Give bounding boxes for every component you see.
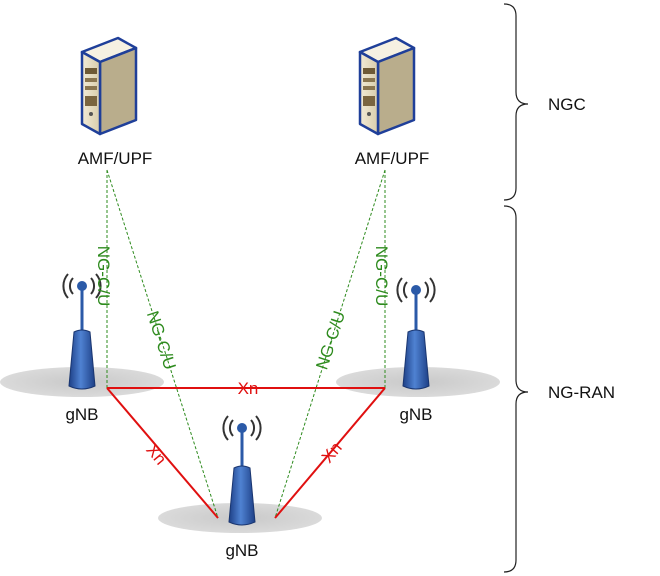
- ng-link-left-diagonal: [106, 169, 219, 519]
- antenna-icon: [222, 415, 262, 526]
- ng-link-right-vertical-label: NG-C/U: [372, 246, 391, 306]
- ng-link-right-diagonal-label: NG-C/U: [312, 309, 349, 372]
- ngc-group-label: NGC: [548, 95, 586, 114]
- gnb-bottom-label: gNB: [225, 541, 258, 560]
- antenna-icon: [62, 273, 102, 390]
- amf-upf-left-label: AMF/UPF: [78, 149, 153, 168]
- ng-link-left-vertical-label: NG-C/U: [94, 246, 113, 306]
- ng-ran-brace: [503, 205, 529, 573]
- xn-link-left-label: Xn: [142, 440, 170, 468]
- server-icon: [80, 36, 138, 136]
- ngc-brace: [503, 3, 529, 201]
- ng-ran-group-label: NG-RAN: [548, 383, 615, 402]
- ng-link-left-diagonal-label: NG-C/U: [143, 309, 180, 372]
- ng-link-right-diagonal: [274, 169, 386, 519]
- antenna-icon: [396, 277, 436, 390]
- xn-link-right: [274, 387, 386, 519]
- xn-link-left: [106, 387, 219, 519]
- amf-upf-right-label: AMF/UPF: [355, 149, 430, 168]
- xn-link-top-label: Xn: [238, 379, 259, 398]
- gnb-left-label: gNB: [65, 405, 98, 424]
- server-icon: [358, 36, 416, 136]
- gnb-right-label: gNB: [399, 405, 432, 424]
